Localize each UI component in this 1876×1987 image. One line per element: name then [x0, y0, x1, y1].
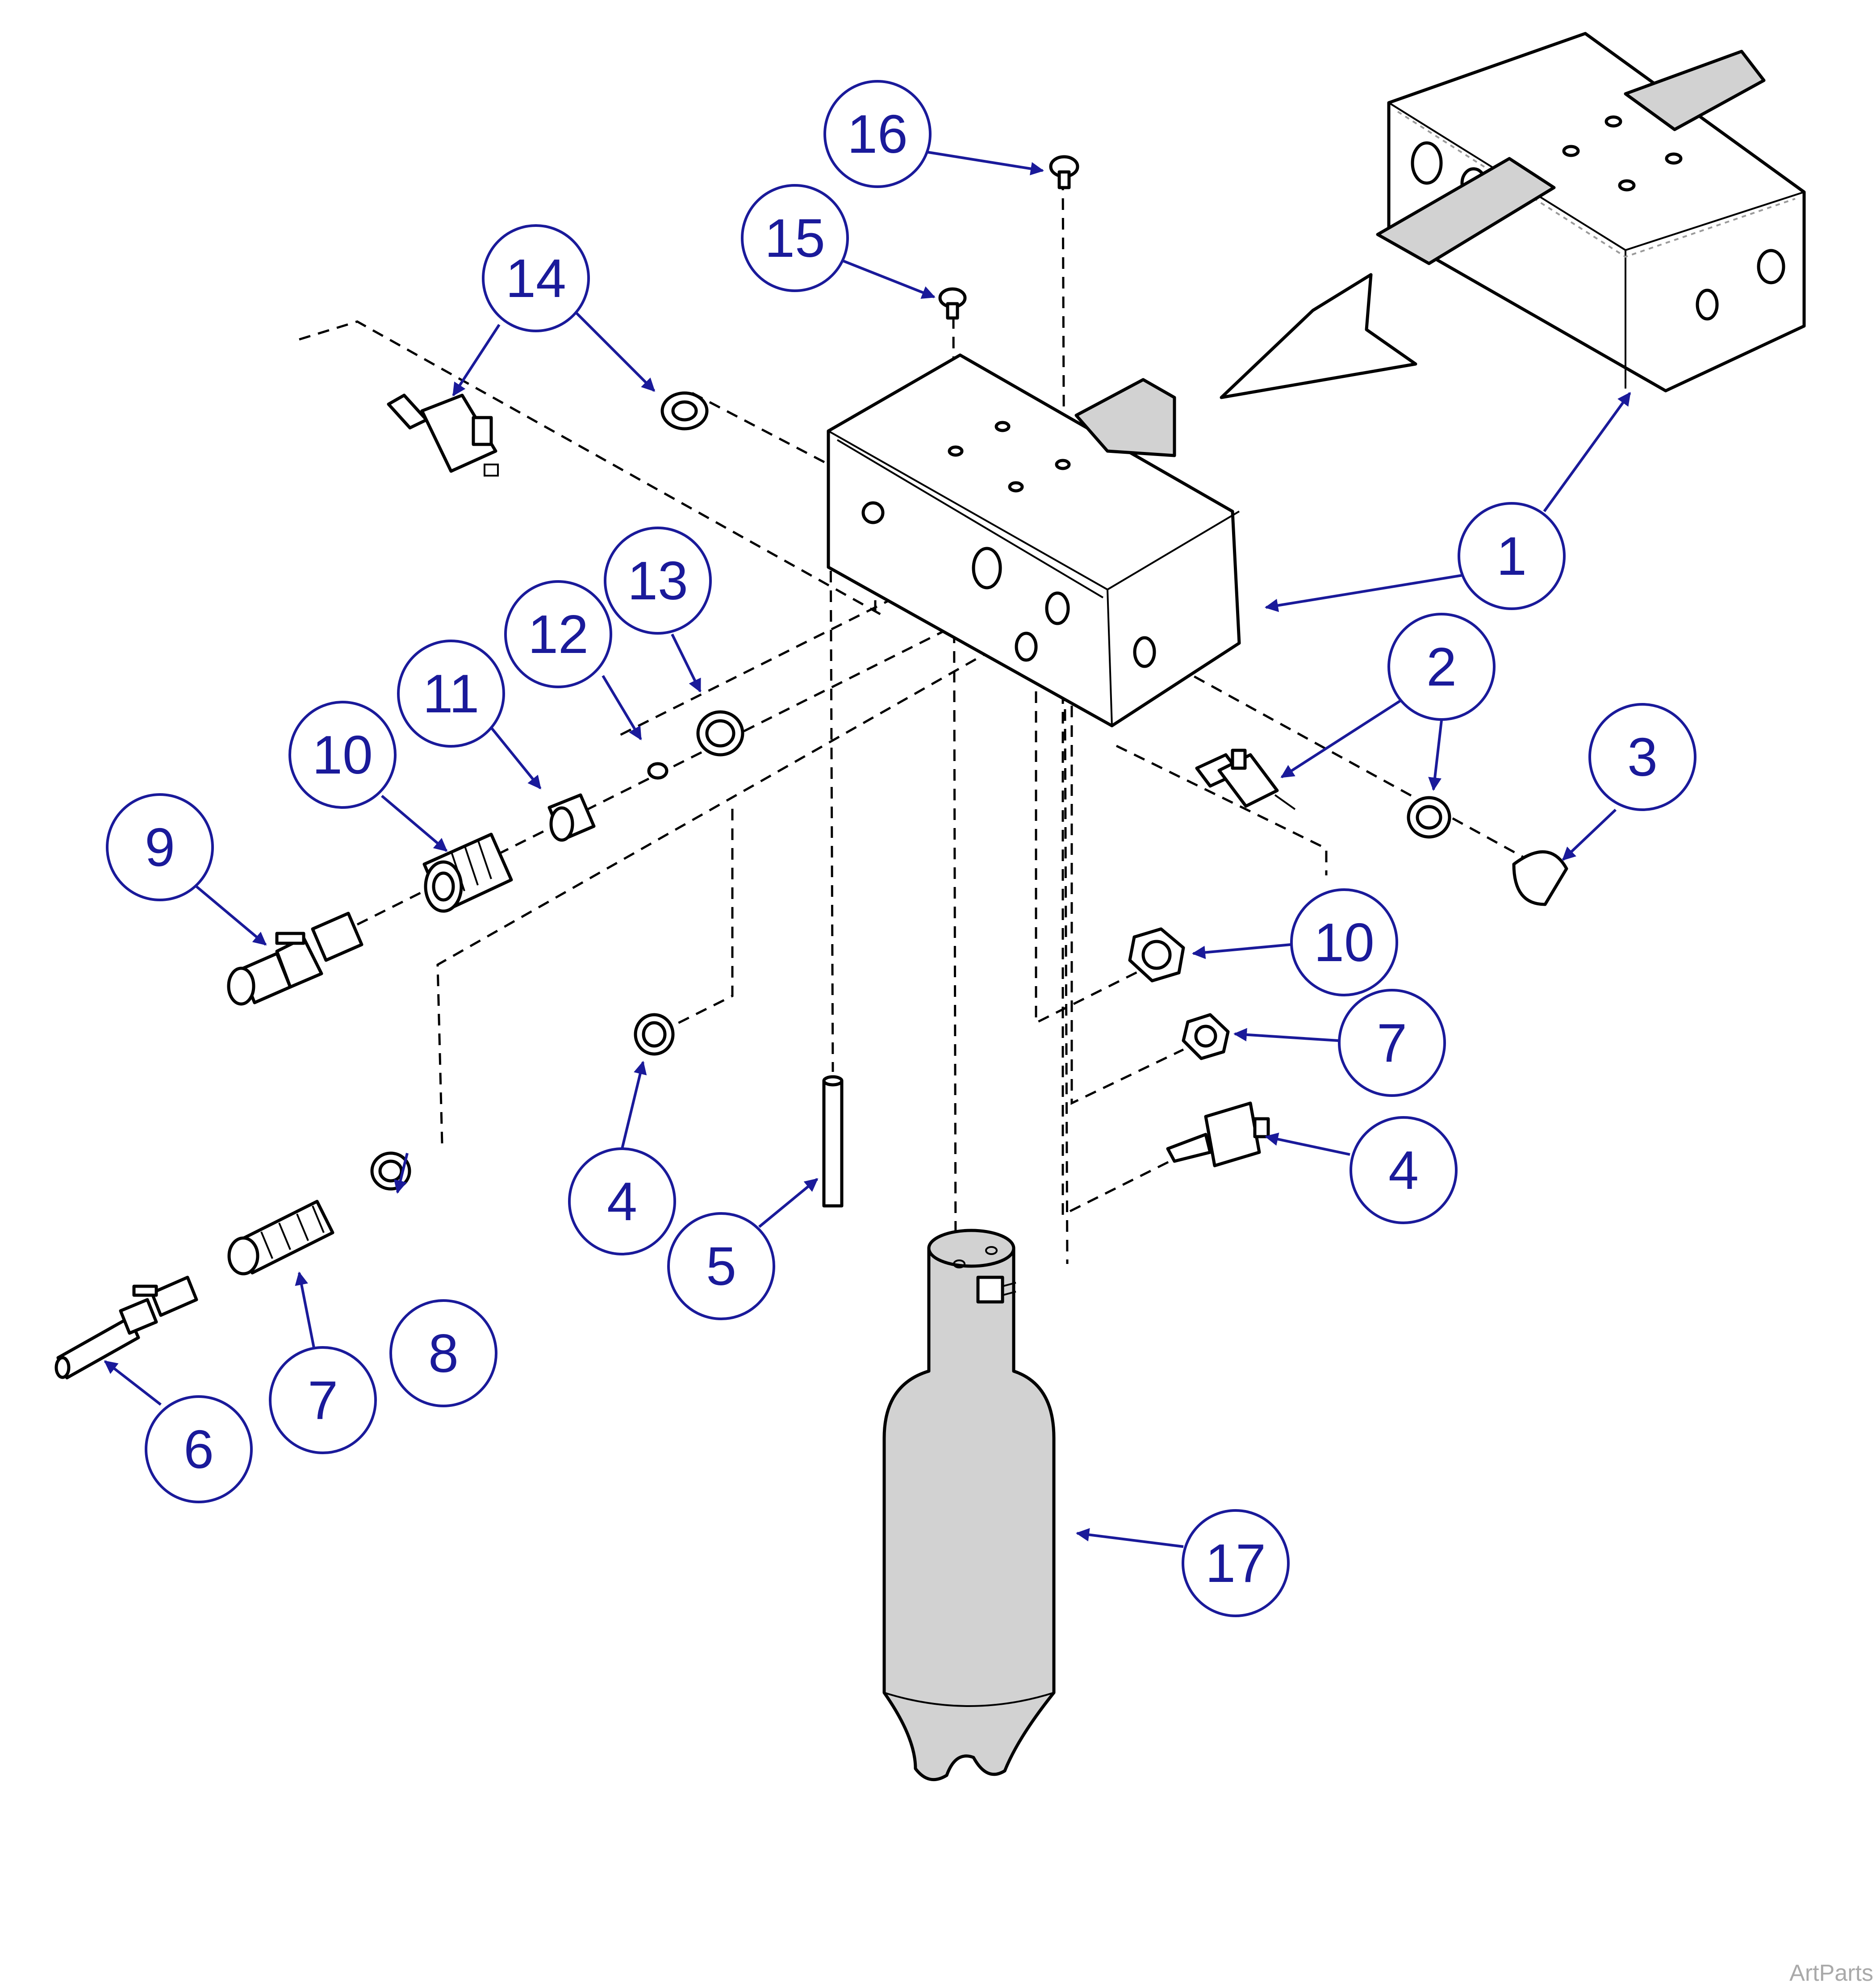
callout-15: 15	[741, 184, 849, 292]
svg-text:4: 4	[1388, 1140, 1419, 1201]
svg-text:10: 10	[1314, 912, 1375, 973]
bottle-17	[882, 1229, 1056, 1782]
callout-1: 1	[1458, 502, 1566, 610]
nut-7	[1182, 1013, 1230, 1060]
watermark: ArtParts	[1789, 1960, 1873, 1986]
toggle-switch-14	[387, 393, 499, 477]
svg-text:5: 5	[706, 1236, 736, 1297]
svg-text:11: 11	[423, 663, 480, 724]
callout-14: 14	[482, 224, 590, 332]
washer-14	[660, 391, 709, 431]
svg-text:16: 16	[847, 104, 908, 164]
nut-10	[1128, 927, 1185, 983]
toggle-valve-4	[1166, 1101, 1270, 1167]
callout-12: 12	[504, 580, 612, 688]
direction-arrow	[1220, 273, 1417, 399]
svg-text:14: 14	[506, 248, 566, 309]
pin-5	[822, 1075, 844, 1208]
bushing-7	[227, 1200, 334, 1276]
callout-4: 4	[1350, 1116, 1458, 1224]
main-housing	[827, 353, 1241, 728]
callout-16: 16	[823, 80, 932, 188]
screw-15	[938, 287, 967, 320]
callout-8: 8	[389, 1299, 497, 1407]
svg-text:7: 7	[308, 1370, 338, 1431]
svg-text:17: 17	[1205, 1533, 1266, 1594]
svg-text:9: 9	[145, 817, 175, 878]
svg-text:3: 3	[1627, 727, 1658, 787]
svg-text:1: 1	[1496, 526, 1527, 586]
callout-9: 9	[106, 793, 214, 901]
valve-2	[1195, 749, 1296, 810]
bushing-10	[422, 832, 513, 913]
o-ring-12	[647, 762, 669, 780]
valve-9	[227, 912, 364, 1006]
svg-text:12: 12	[528, 604, 589, 665]
callout-10: 10	[1290, 888, 1398, 996]
frame-enclosure-inset	[1376, 32, 1806, 393]
svg-text:10: 10	[312, 724, 373, 785]
washer-4	[634, 1013, 675, 1056]
spacer-11	[547, 793, 596, 842]
callout-6: 6	[145, 1395, 253, 1503]
svg-text:2: 2	[1426, 636, 1457, 697]
svg-text:7: 7	[1377, 1012, 1407, 1073]
cap-3	[1512, 850, 1568, 906]
callout-5: 5	[667, 1212, 775, 1320]
svg-text:15: 15	[765, 208, 825, 268]
callout-17: 17	[1182, 1509, 1290, 1617]
callout-7: 7	[1338, 989, 1446, 1097]
callout-3: 3	[1588, 703, 1696, 811]
svg-text:13: 13	[627, 550, 688, 611]
callout-11: 11	[397, 640, 505, 748]
callout-2: 2	[1387, 613, 1496, 721]
svg-text:8: 8	[428, 1323, 459, 1384]
callout-4: 4	[568, 1147, 676, 1255]
callout-10: 10	[288, 701, 397, 809]
callout-7: 7	[269, 1346, 377, 1454]
svg-text:4: 4	[607, 1171, 637, 1232]
callout-13: 13	[604, 527, 712, 635]
washer-13	[696, 710, 744, 757]
valve-6	[54, 1276, 198, 1380]
washer-2	[1407, 796, 1451, 839]
svg-text:6: 6	[184, 1419, 214, 1480]
screw-16	[1049, 155, 1079, 189]
